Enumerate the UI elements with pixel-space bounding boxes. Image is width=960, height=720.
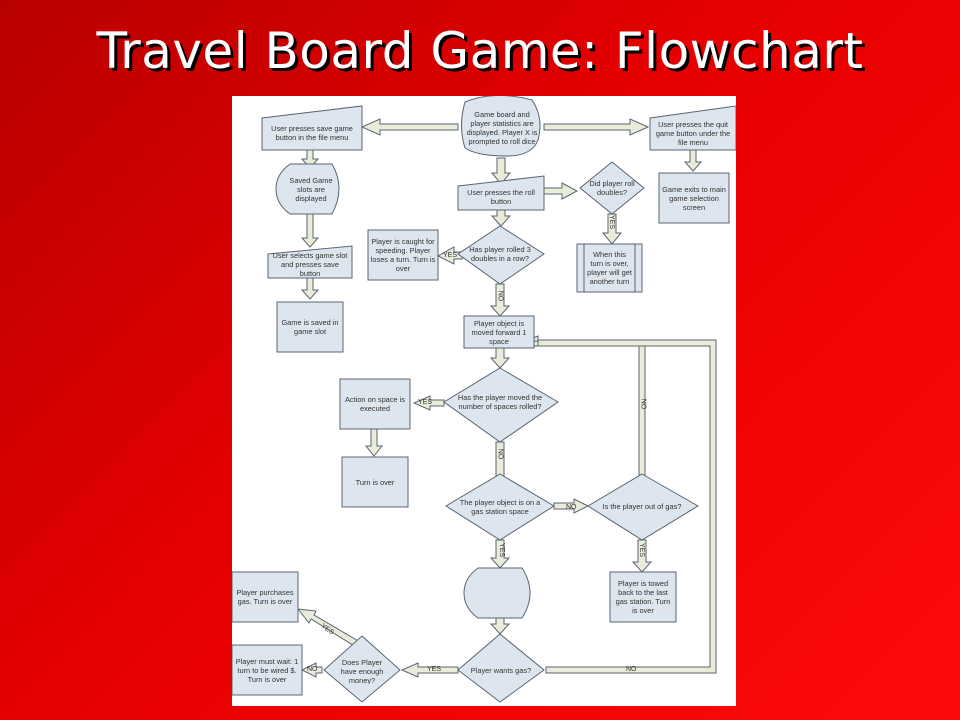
edge-label-doubles-yes: YES xyxy=(608,214,616,230)
arrow-quit-to-exits xyxy=(683,149,703,172)
node-another-turn xyxy=(576,243,643,293)
edge-label-wants-no: NO xyxy=(626,666,637,673)
arrow-start-to-quit xyxy=(543,118,650,136)
flowchart-canvas: .n { fill:#dde6ee; stroke:#5a6472; strok… xyxy=(232,96,736,703)
label-start: Game board and player statistics are dis… xyxy=(466,110,538,146)
arrow-wants-to-money xyxy=(400,662,459,678)
arrow-money-to-wait xyxy=(300,662,323,678)
arrow-rolled3-to-speeding xyxy=(436,246,463,265)
label-select-slot: User selects game slot and presses save … xyxy=(272,250,348,278)
arrow-gas-to-asked xyxy=(489,539,511,569)
label-asked xyxy=(468,570,532,616)
arrow-asked-to-wants xyxy=(489,617,511,635)
arrow-move-to-moved xyxy=(489,347,511,369)
label-save-press: User presses save game button in the fil… xyxy=(271,124,353,142)
arrow-moved-to-action xyxy=(412,395,445,411)
arrow-slots-to-select xyxy=(300,213,320,248)
arrow-doubles-to-turn xyxy=(601,213,623,245)
node-game-exits xyxy=(658,172,730,224)
label-quit-press: User presses the quit game button under … xyxy=(655,119,731,147)
label-enough-money: Does Player have enough money? xyxy=(340,658,384,684)
label-rolled-3: Has player rolled 3 doubles in a row? xyxy=(469,245,531,263)
node-select-slot xyxy=(267,245,353,279)
flowchart-panel: .n { fill:#dde6ee; stroke:#5a6472; strok… xyxy=(232,96,736,706)
label-gas-station: The player object is on a gas station sp… xyxy=(459,498,541,516)
arrow-roll-to-rolled3 xyxy=(490,209,512,227)
label-turn-over: Turn is over xyxy=(355,477,395,487)
node-start xyxy=(461,96,541,157)
label-out-of-gas: Is the player out of gas? xyxy=(602,501,682,511)
edge-label-rolled3-no: NO xyxy=(496,290,504,302)
edge-label-gas-no: NO xyxy=(566,504,577,511)
arrow-action-to-turnover xyxy=(364,428,384,457)
node-wants-gas xyxy=(457,633,545,703)
node-wait xyxy=(232,644,303,696)
edge-label-rolled3-yes: YES xyxy=(443,252,458,259)
node-purchases xyxy=(232,571,299,623)
node-out-of-gas xyxy=(587,473,699,541)
label-move-forward: Player object is moved forward 1 space xyxy=(471,318,527,346)
arrow-start-to-roll xyxy=(490,157,512,185)
node-save-press xyxy=(261,105,363,151)
edge-label-outofgas-no: NO xyxy=(639,398,647,410)
node-moved-number xyxy=(443,367,559,443)
edge-label-moved-yes: YES xyxy=(418,399,433,406)
edge-label-money-no: NO xyxy=(307,666,318,673)
label-another-turn: When this turn is over, player will get … xyxy=(587,250,632,286)
edge-label-outofgas-yes: YES xyxy=(638,542,646,558)
label-wants-gas: Player wants gas? xyxy=(470,665,532,675)
label-towed: Player is towed back to the last gas sta… xyxy=(615,579,671,615)
arrow-roll-to-doubles xyxy=(543,182,579,200)
node-asked xyxy=(463,567,531,619)
label-wait: Player must wait: 1 turn to be wired $. … xyxy=(235,656,299,684)
label-moved-number: Has the player moved the number of space… xyxy=(457,393,543,411)
arrow-outofgas-to-towed xyxy=(631,539,653,573)
label-purchases: Player purchases gas. Turn is over xyxy=(236,588,294,606)
node-action xyxy=(339,378,411,430)
node-towed xyxy=(609,571,677,623)
arrow-rolled3-to-move xyxy=(489,283,511,317)
node-quit-press xyxy=(649,105,736,151)
node-did-doubles xyxy=(579,161,645,215)
node-roll-press xyxy=(457,175,545,211)
node-gas-station xyxy=(445,473,555,541)
node-turn-over xyxy=(341,456,409,508)
edge-label-wants-yes: YES xyxy=(427,666,442,673)
arrow-gas-to-outofgas xyxy=(553,498,590,514)
node-game-saved xyxy=(276,301,344,353)
label-game-saved: Game is saved in game slot xyxy=(281,318,339,336)
arrow-start-to-save xyxy=(360,118,459,136)
label-did-doubles: Did player roll doubles? xyxy=(589,179,635,197)
label-speeding: Player is caught for speeding. Player lo… xyxy=(370,237,436,273)
arrow-money-to-purchases xyxy=(296,608,361,648)
edge-label-moved-no: NO xyxy=(496,448,504,460)
node-saved-slots xyxy=(275,163,340,215)
label-action: Action on space is executed xyxy=(345,395,405,413)
slide-title: Travel Board Game: Flowchart xyxy=(96,22,864,80)
label-game-exits: Game exits to main game selection screen xyxy=(662,184,726,212)
node-rolled-3 xyxy=(457,225,545,285)
node-speeding xyxy=(367,229,439,281)
label-roll-press: User presses the roll button xyxy=(467,188,535,206)
label-saved-slots: Saved Game slots are displayed xyxy=(289,175,333,203)
edge-label-gas-yes: YES xyxy=(498,542,506,558)
node-enough-money xyxy=(323,635,401,703)
arrow-select-to-saved xyxy=(300,277,320,300)
node-move-forward xyxy=(463,315,535,349)
